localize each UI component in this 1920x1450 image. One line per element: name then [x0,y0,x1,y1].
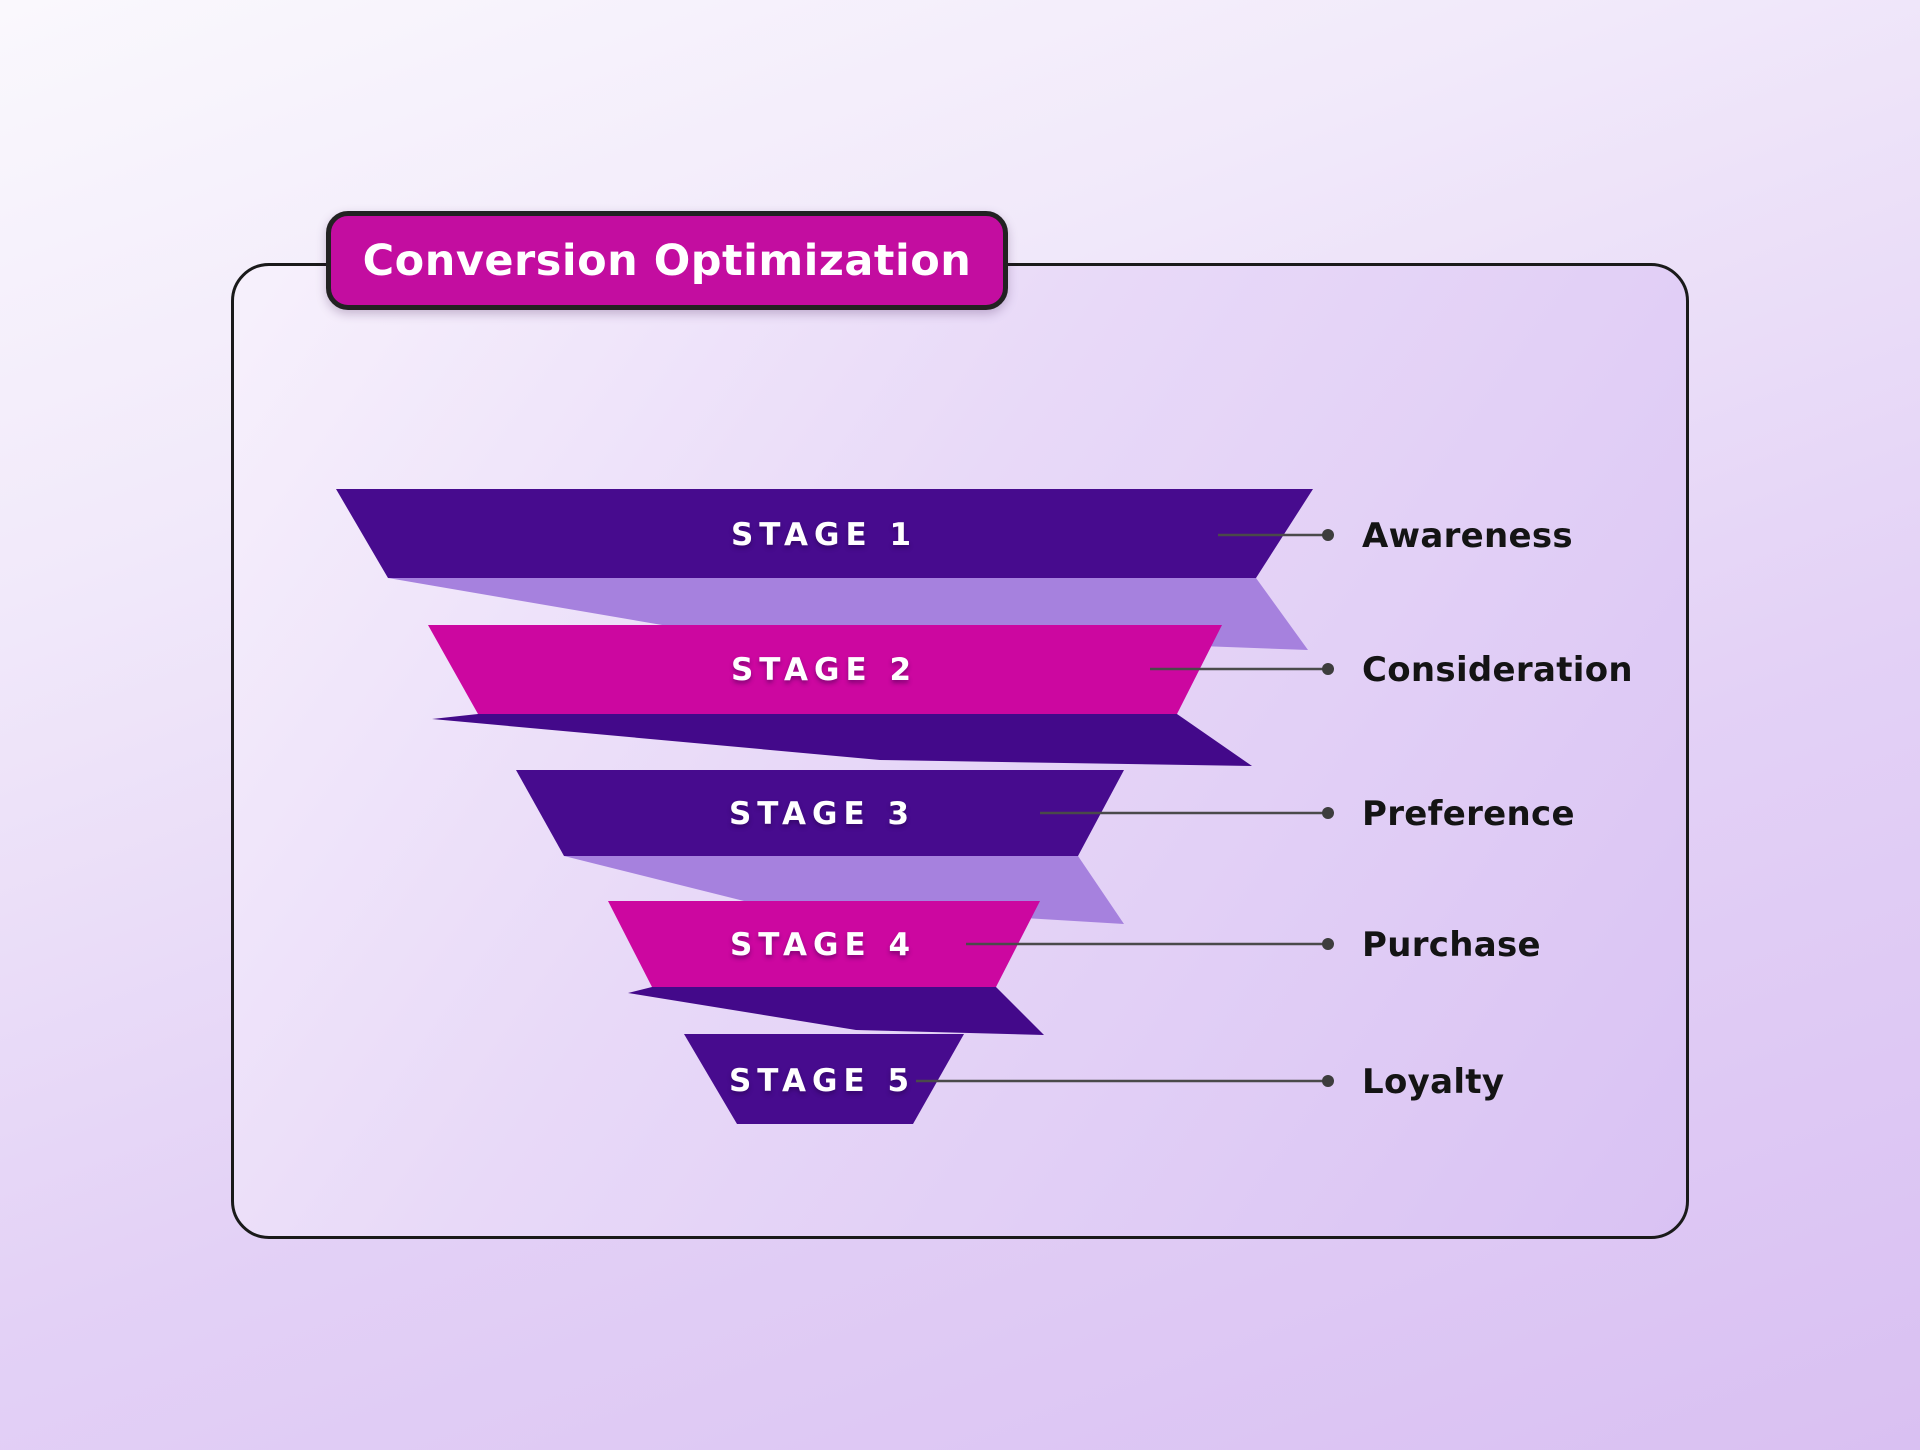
stage-2-label: STAGE 2 [730,652,918,688]
connector-lines [916,533,1326,1083]
funnel-stage-5-shape [684,1034,964,1124]
connector-dot-preference [1322,807,1334,819]
page-title: Conversion Optimization [362,235,972,286]
funnel-stage-1-shape [336,489,1313,578]
label-consideration: Consideration [1362,650,1633,690]
stage-1-label: STAGE 1 [730,517,918,553]
fold-stage2-stage3 [432,714,1252,766]
connector-dots [1322,529,1334,1087]
connector-dot-consideration [1322,663,1334,675]
funnel-stage-2-shape [428,625,1222,714]
connector-dot-awareness [1322,529,1334,541]
connector-dot-purchase [1322,938,1334,950]
label-purchase: Purchase [1362,925,1541,965]
stage-4-label: STAGE 4 [729,927,917,963]
title-badge: Conversion Optimization [326,211,1008,310]
funnel-stage-4-shape [608,901,1040,987]
label-loyalty: Loyalty [1362,1062,1505,1102]
label-awareness: Awareness [1362,516,1573,556]
connector-dot-loyalty [1322,1075,1334,1087]
fold-stage4-stage5 [628,987,1044,1035]
funnel-stage-3-shape [516,770,1124,856]
stage-5-label: STAGE 5 [728,1063,916,1099]
label-preference: Preference [1362,794,1575,834]
stage-3-label: STAGE 3 [728,796,916,832]
